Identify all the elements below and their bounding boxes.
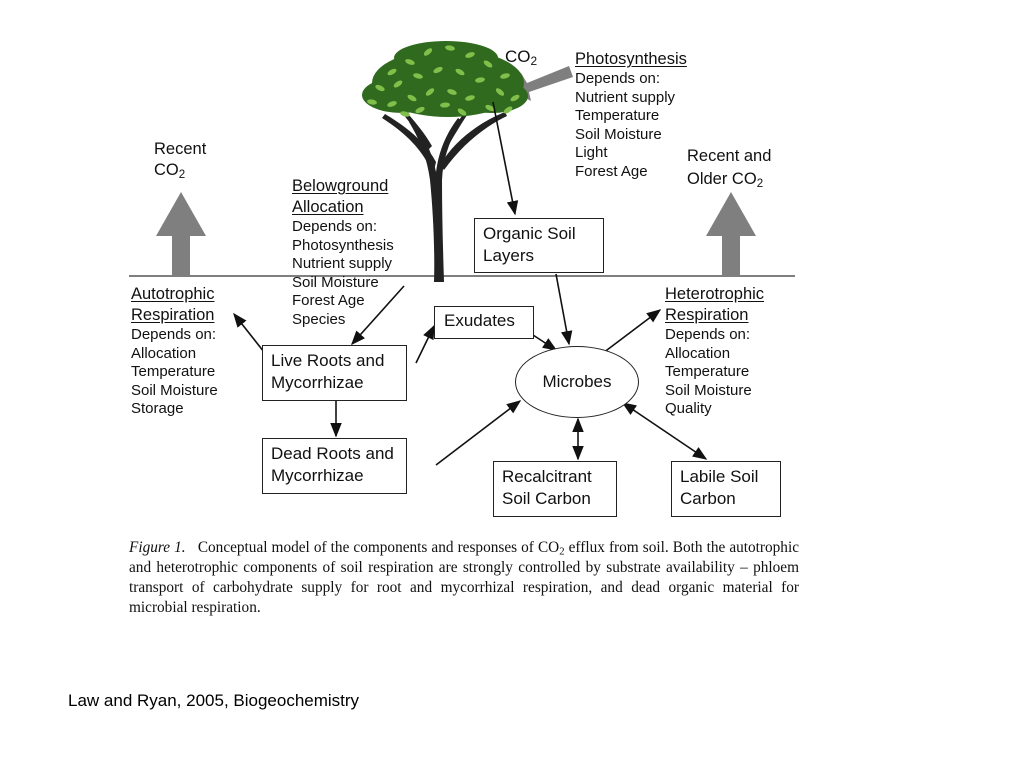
organic-soil-line2: Layers: [483, 246, 535, 265]
heterotrophic-title-line2: Respiration: [665, 306, 749, 324]
photosynthesis-block: Photosynthesis Depends on: Nutrient supp…: [575, 49, 687, 181]
exudates-to-microbes-arrow: [532, 334, 558, 351]
caption-co2-sub: 2: [559, 545, 565, 558]
belowground-item: Soil Moisture: [292, 273, 379, 291]
recent-older-co2-line1: Recent and: [687, 147, 772, 165]
photosynthesis-item: Light: [575, 144, 608, 161]
microbes-labile-arrow: [621, 402, 708, 460]
autotrophic-item: Storage: [131, 400, 184, 417]
photosynthesis-item: Nutrient supply: [575, 88, 676, 106]
dead-roots-line1: Dead Roots and: [271, 444, 394, 463]
organic-soil-line1: Organic Soil: [483, 224, 576, 243]
photosynthesis-depends: Depends on:: [575, 70, 661, 87]
older-co2-up-arrow: [706, 192, 756, 276]
exudates-box: Exudates: [434, 306, 534, 339]
belowground-title-line2: Allocation: [292, 198, 364, 216]
heterotrophic-depends: Depends on:: [665, 326, 751, 343]
microbes-label: Microbes: [542, 372, 612, 391]
belowground-item: Photosynthesis: [292, 236, 394, 254]
photosynthesis-item: Forest Age: [575, 162, 648, 180]
belowground-item: Nutrient supply: [292, 255, 393, 272]
autotrophic-respiration-block: Autotrophic Respiration Depends on: Allo…: [131, 284, 218, 419]
autotrophic-title-line2: Respiration: [131, 306, 215, 324]
belowground-item: Species: [292, 310, 346, 328]
photosynthesis-title: Photosynthesis: [575, 50, 687, 68]
dead-roots-to-microbes-arrow: [435, 400, 522, 466]
canopy-to-organic-soil-arrow: [492, 101, 519, 216]
live-roots-to-exudates-arrow: [415, 324, 435, 364]
live-roots-box: Live Roots and Mycorrhizae: [262, 345, 407, 401]
live-roots-line1: Live Roots and: [271, 351, 385, 370]
live-roots-to-autotrophic-arrow: [233, 312, 265, 353]
source-credit: Law and Ryan, 2005, Biogeochemistry: [68, 691, 360, 710]
autotrophic-depends: Depends on:: [131, 326, 217, 343]
microbes-to-heterotrophic-arrow: [602, 309, 662, 354]
exudates-label: Exudates: [444, 311, 515, 330]
photosynthesis-item: Temperature: [575, 107, 660, 124]
labile-soil-carbon-box: Labile Soil Carbon: [671, 461, 781, 517]
dead-roots-box: Dead Roots and Mycorrhizae: [262, 438, 407, 494]
co2-intake-label: CO2: [505, 47, 538, 68]
recent-co2-label: Recent CO2: [154, 139, 206, 181]
live-roots-line2: Mycorrhizae: [271, 373, 364, 392]
caption-text-part1: Conceptual model of the components and r…: [197, 539, 560, 556]
organic-soil-layers-box: Organic Soil Layers: [474, 218, 604, 273]
recent-older-co2-line2: Older CO2: [687, 170, 764, 190]
microbes-ellipse: Microbes: [515, 346, 639, 418]
labile-line1: Labile Soil: [680, 467, 759, 486]
autotrophic-item: Allocation: [131, 344, 197, 362]
autotrophic-title-line1: Autotrophic: [131, 285, 215, 303]
labile-line2: Carbon: [680, 489, 736, 508]
autotrophic-item: Temperature: [131, 363, 216, 380]
heterotrophic-item: Allocation: [665, 344, 731, 362]
figure-label: Figure 1.: [129, 539, 186, 556]
organic-soil-to-microbes-arrow: [555, 273, 573, 346]
heterotrophic-item: Soil Moisture: [665, 381, 752, 399]
figure-caption: Figure 1. Conceptual model of the compon…: [129, 538, 799, 618]
heterotrophic-title-line1: Heterotrophic: [665, 285, 765, 303]
allocation-to-live-roots-arrow: [351, 285, 405, 346]
recent-co2-line2: CO2: [154, 161, 186, 181]
heterotrophic-item: Temperature: [665, 363, 750, 380]
recalcitrant-line2: Soil Carbon: [502, 489, 591, 508]
autotrophic-item: Soil Moisture: [131, 381, 218, 399]
recalcitrant-line1: Recalcitrant: [502, 467, 592, 486]
belowground-item: Forest Age: [292, 292, 365, 309]
co2-intake-arrow: [515, 66, 573, 101]
caption-text-part2: efflux from soil. Both the autotrophic a…: [129, 539, 799, 616]
heterotrophic-respiration-block: Heterotrophic Respiration Depends on: Al…: [665, 284, 764, 419]
recalcitrant-soil-carbon-box: Recalcitrant Soil Carbon: [493, 461, 617, 517]
recent-co2-up-arrow: [156, 192, 206, 276]
recent-co2-line1: Recent: [154, 140, 207, 158]
dead-roots-line2: Mycorrhizae: [271, 466, 364, 485]
tree-icon: [362, 41, 528, 282]
belowground-title-line1: Belowground: [292, 177, 389, 195]
belowground-allocation-block: Belowground Allocation Depends on: Photo…: [292, 176, 394, 329]
recent-older-co2-label: Recent and Older CO2: [687, 145, 771, 191]
belowground-depends: Depends on:: [292, 218, 378, 235]
heterotrophic-item: Quality: [665, 400, 712, 417]
photosynthesis-item: Soil Moisture: [575, 125, 662, 143]
